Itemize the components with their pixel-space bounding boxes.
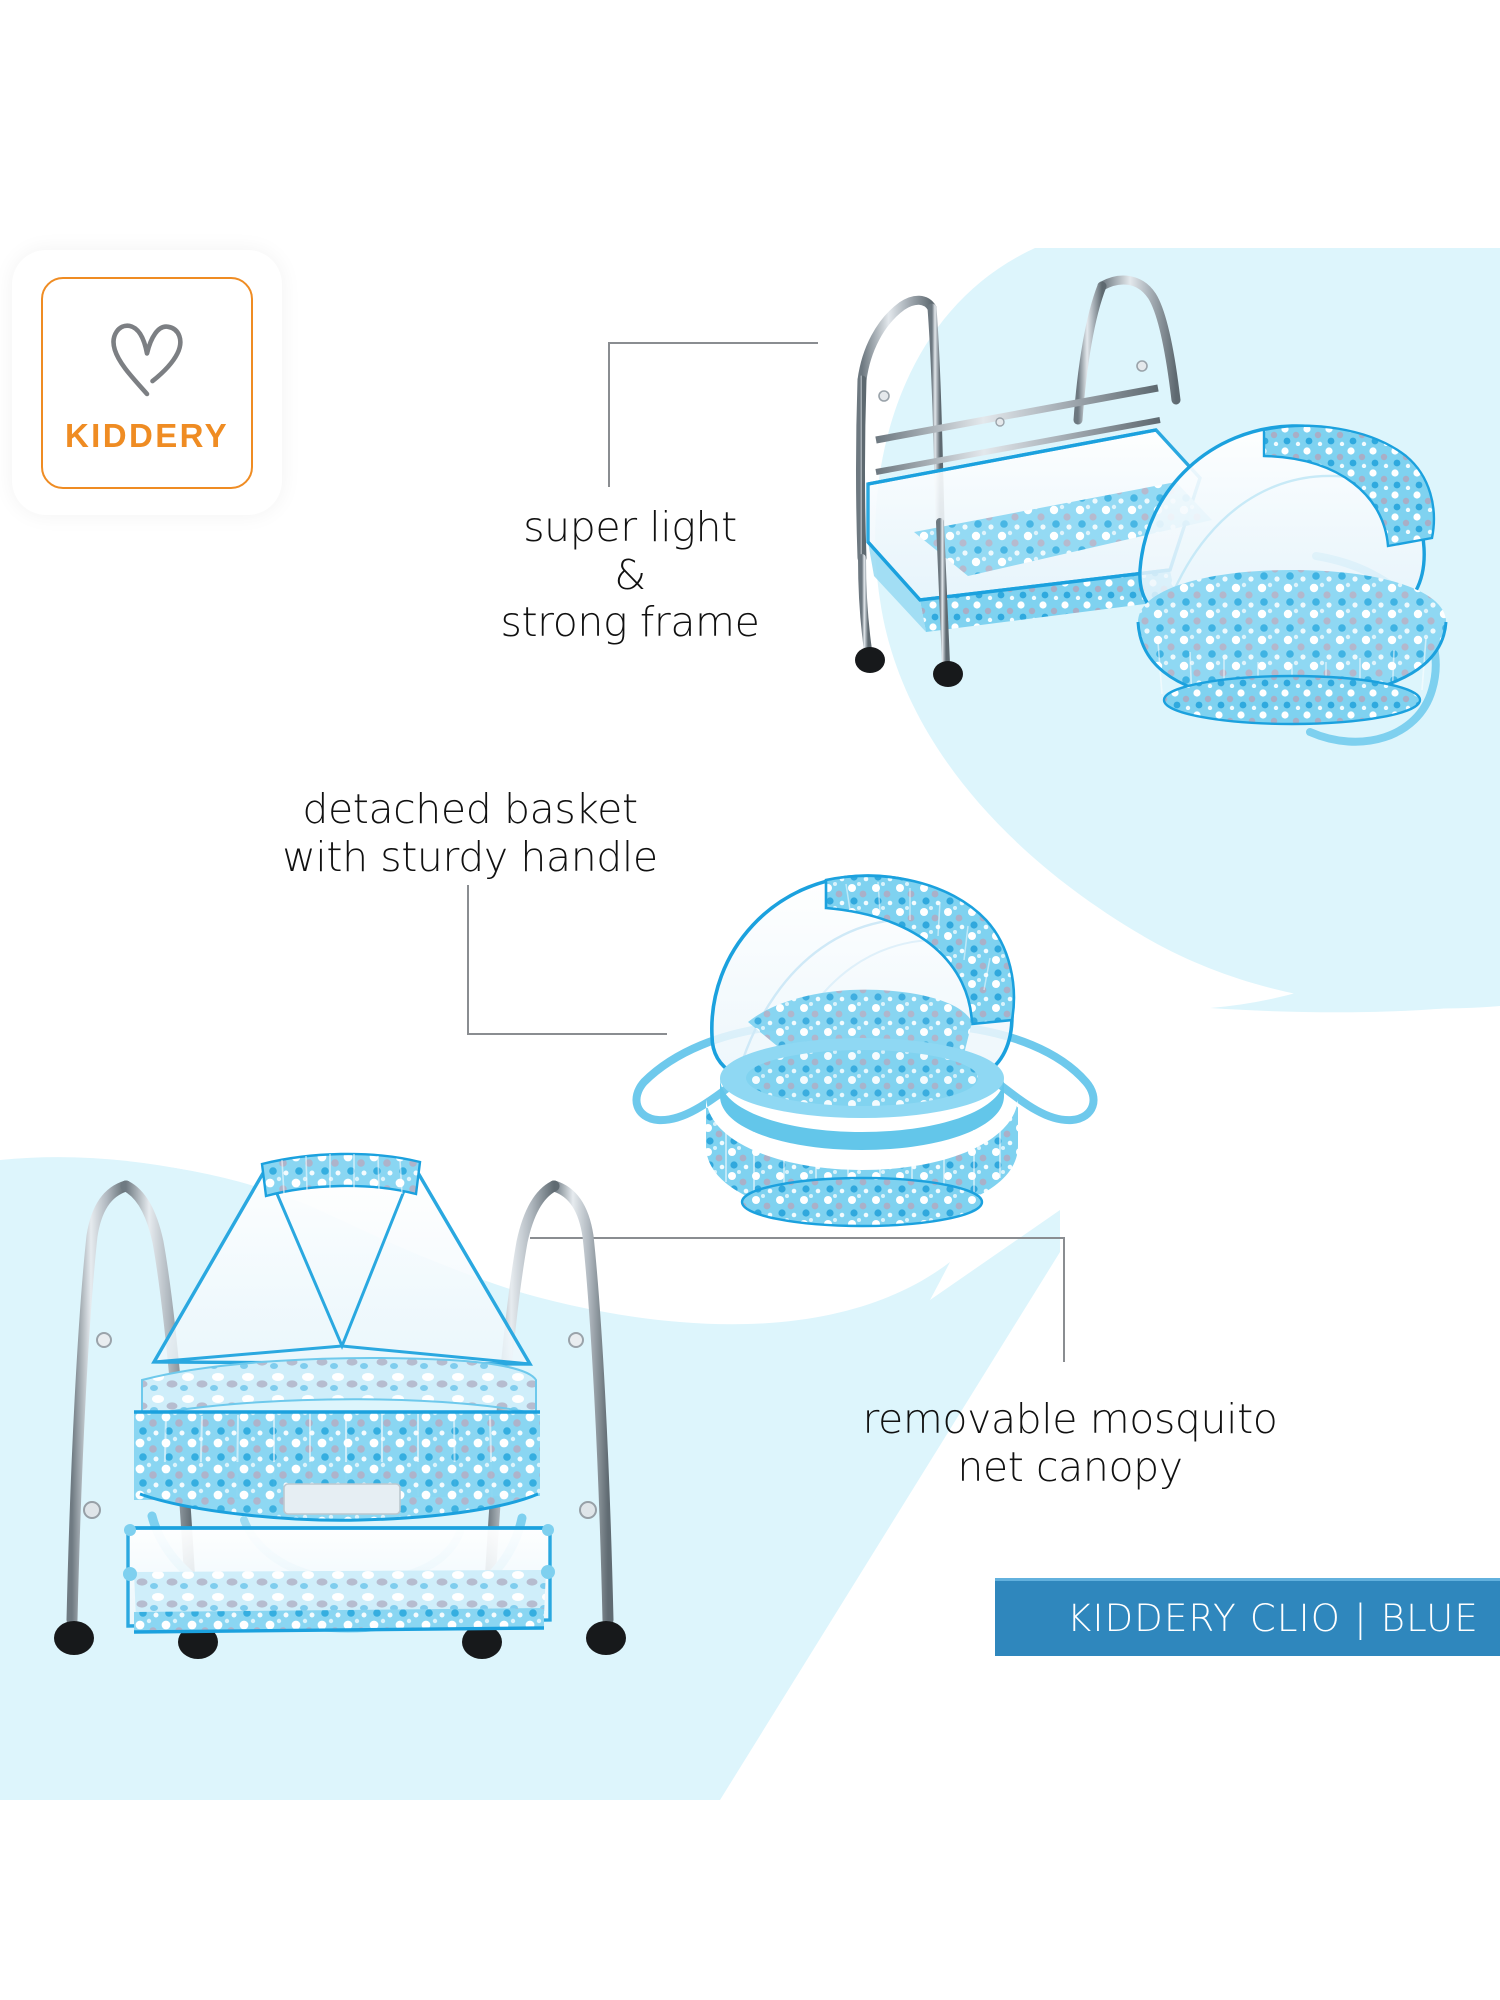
hand-drawn-heart-icon [111, 322, 183, 396]
product-image-cradle-with-detached-basket [855, 275, 1448, 746]
product-image-detached-basket [632, 874, 1098, 1228]
brand-name: KIDDERY [64, 416, 230, 454]
leader-line-feature-3-horizontal [530, 1237, 1065, 1239]
product-name-label: KIDDERY CLIO | BLUE [1067, 1597, 1479, 1640]
feature-caption-super-light-strong-frame: super light & strong frame [500, 503, 760, 647]
feature-caption-detached-basket: detached basket with sturdy handle [282, 785, 658, 881]
product-image-full-cradle-on-wheels [54, 1152, 626, 1659]
product-name-banner: KIDDERY CLIO | BLUE [995, 1578, 1500, 1656]
brand-logo-card: KIDDERY [12, 250, 282, 515]
leader-line-feature-2-vertical [467, 885, 469, 1035]
leader-line-feature-2-horizontal [467, 1033, 667, 1035]
leader-line-feature-1-horizontal [608, 342, 818, 344]
blob-right-lobe [1210, 900, 1500, 1013]
leader-line-feature-3-vertical [1063, 1237, 1065, 1362]
feature-caption-mosquito-net-canopy: removable mosquito net canopy [862, 1395, 1278, 1491]
brand-logo-frame: KIDDERY [41, 276, 253, 489]
leader-line-feature-1-vertical [608, 342, 610, 487]
